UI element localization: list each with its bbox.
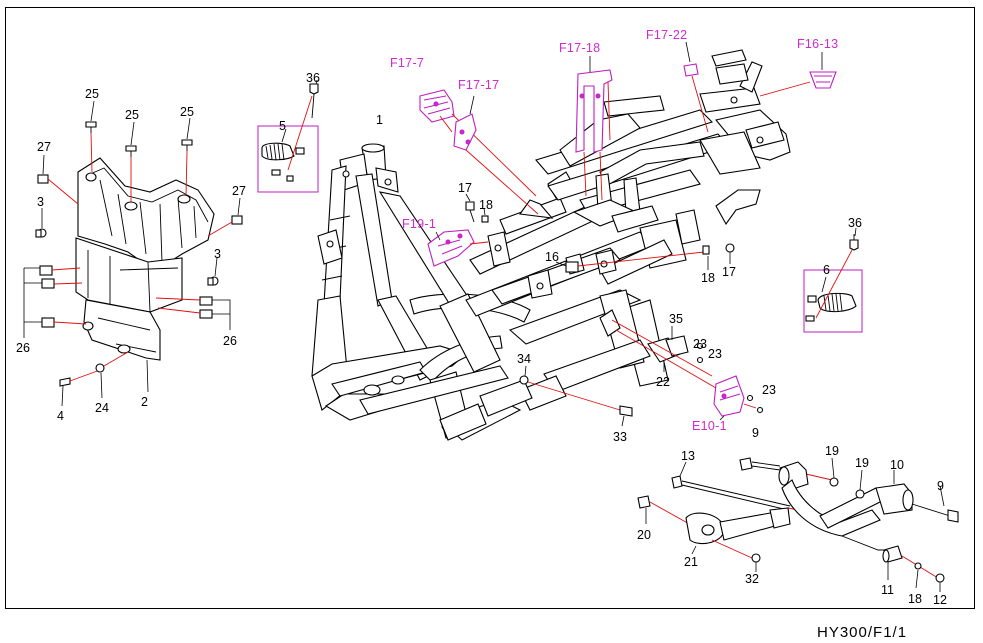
callout-19-right: 19 bbox=[855, 456, 869, 470]
bolt-33 bbox=[519, 365, 633, 427]
callout-5: 5 bbox=[279, 119, 286, 133]
callout-13: 13 bbox=[681, 449, 695, 463]
callout-11: 11 bbox=[881, 583, 894, 597]
callout-23-b: 23 bbox=[708, 347, 722, 361]
drawing-border bbox=[5, 7, 975, 609]
callout-25-a: 25 bbox=[85, 87, 99, 101]
callout-27-right: 27 bbox=[232, 184, 246, 198]
callout-23-c: 23 bbox=[762, 383, 776, 397]
ref-f17-22: F17-22 bbox=[646, 28, 687, 42]
callout-1: 1 bbox=[376, 113, 383, 127]
callout-16: 16 bbox=[545, 250, 559, 264]
callout-18-lower: 18 bbox=[908, 592, 922, 606]
callout-24: 24 bbox=[95, 401, 109, 415]
callout-17-right: 17 bbox=[722, 265, 736, 279]
callout-20: 20 bbox=[637, 528, 651, 542]
ref-f17-18: F17-18 bbox=[559, 41, 600, 55]
callout-18-right: 18 bbox=[701, 271, 715, 285]
small-fasteners-left bbox=[35, 154, 243, 407]
mid-fasteners bbox=[465, 193, 735, 273]
callout-6: 6 bbox=[823, 263, 830, 277]
callout-17-mid: 17 bbox=[458, 181, 472, 195]
callout-34: 34 bbox=[517, 352, 531, 366]
callout-3-left: 3 bbox=[37, 195, 44, 209]
main-frame bbox=[311, 49, 791, 441]
reference-code-labels: F17-7 F17-17 F17-18 F17-22 F16-13 F19-1 … bbox=[390, 28, 838, 433]
step-assembly-6 bbox=[803, 227, 863, 333]
ref-f17-17: F17-17 bbox=[458, 78, 499, 92]
callout-25-c: 25 bbox=[180, 105, 194, 119]
callout-35: 35 bbox=[669, 312, 683, 326]
screws-25 bbox=[85, 100, 193, 202]
ref-f19-1: F19-1 bbox=[402, 217, 436, 231]
engine-hanger-link bbox=[637, 457, 959, 592]
ref-e10-1: E10-1 bbox=[692, 419, 727, 433]
clip-nuts-right bbox=[155, 296, 231, 330]
magenta-components bbox=[419, 41, 837, 421]
callout-3-right: 3 bbox=[214, 247, 221, 261]
callout-10: 10 bbox=[890, 458, 904, 472]
front-inner-cover bbox=[75, 157, 215, 361]
callout-36-left: 36 bbox=[306, 71, 320, 85]
callout-33: 33 bbox=[613, 430, 627, 444]
ref-f17-7: F17-7 bbox=[390, 56, 424, 70]
callout-9-left: 9 bbox=[752, 426, 759, 440]
drawing-code: HY300/F1/1 bbox=[817, 624, 907, 641]
callout-2: 2 bbox=[141, 395, 148, 409]
step-assembly-5 bbox=[257, 79, 319, 193]
callout-25-b: 25 bbox=[125, 108, 139, 122]
callout-26-left: 26 bbox=[16, 341, 30, 355]
callout-4: 4 bbox=[57, 409, 64, 423]
engine-hanger-bracket bbox=[599, 309, 764, 414]
callout-18-mid: 18 bbox=[479, 198, 493, 212]
callout-19-left: 19 bbox=[825, 444, 839, 458]
callout-21: 21 bbox=[684, 555, 698, 569]
callout-12: 12 bbox=[933, 593, 947, 607]
callout-23-a: 23 bbox=[693, 337, 707, 351]
callout-26-right: 26 bbox=[223, 334, 237, 348]
ref-f16-13: F16-13 bbox=[797, 37, 838, 51]
callout-9-right: 9 bbox=[937, 479, 944, 493]
callout-36-right: 36 bbox=[848, 216, 862, 230]
clip-nuts-left bbox=[23, 265, 87, 338]
callout-32: 32 bbox=[745, 572, 759, 586]
part-number-labels: 1 2 3 3 4 5 6 9 9 10 11 12 13 16 17 17 1… bbox=[16, 71, 947, 607]
callout-22: 22 bbox=[656, 375, 670, 389]
callout-27-left: 27 bbox=[37, 140, 51, 154]
